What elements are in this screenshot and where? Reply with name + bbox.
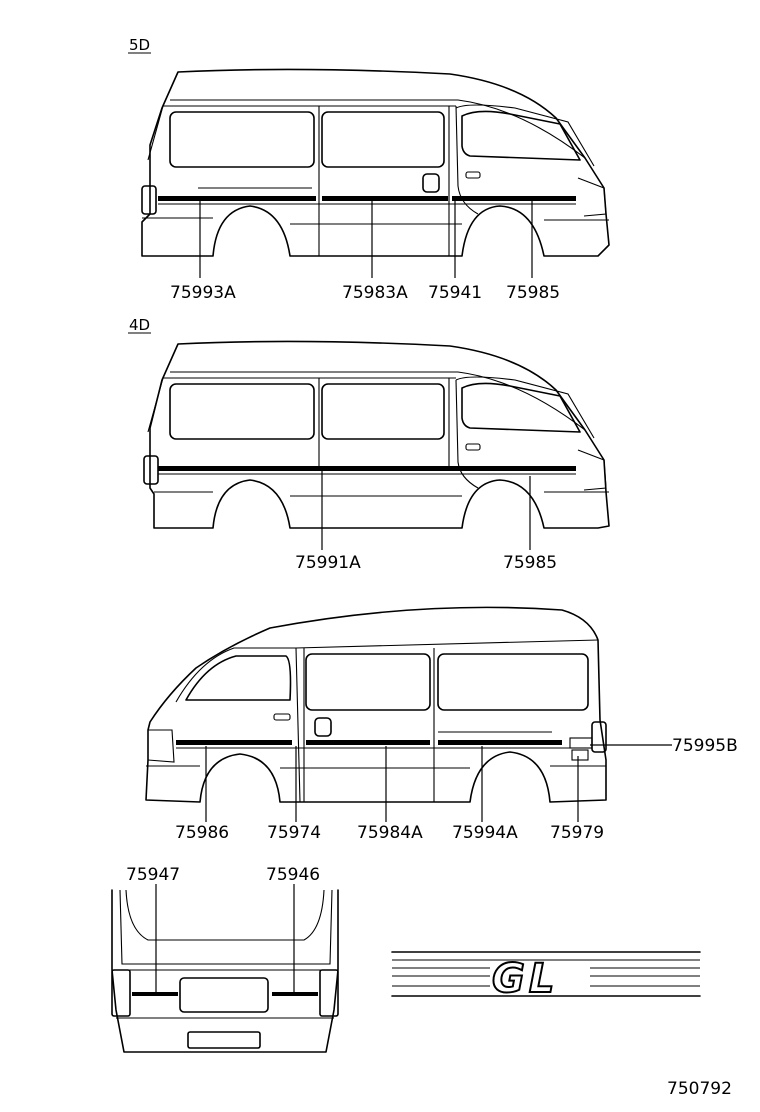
label-75991A: 75991A [295,553,361,573]
label-75994A: 75994A [452,823,518,843]
van-4d-side-view: 4D 75991A 75985 [128,316,610,573]
figure-number: 750792 [667,1079,732,1099]
section-label-4d: 4D [129,316,150,334]
van-5d-side-view: 5D [128,36,610,303]
label-75985-4d: 75985 [503,553,557,573]
label-75947: 75947 [126,865,180,885]
gl-emblem-text: GL [492,956,558,1002]
label-75983A: 75983A [342,283,408,303]
label-75946: 75946 [266,865,320,885]
label-75984A: 75984A [357,823,423,843]
section-label-5d: 5D [129,36,150,54]
van-rear-view: 75947 75946 [111,865,339,1053]
label-75979: 75979 [550,823,604,843]
label-75941: 75941 [428,283,482,303]
van-right-side-view: 75995B 75986 75974 75984A 75994A 75979 [145,606,738,843]
label-75993A: 75993A [170,283,236,303]
label-75995B: 75995B [672,736,738,756]
label-75985-5d: 75985 [506,283,560,303]
label-75974: 75974 [267,823,321,843]
gl-emblem-detail: GL [391,951,701,1003]
label-75986: 75986 [175,823,229,843]
